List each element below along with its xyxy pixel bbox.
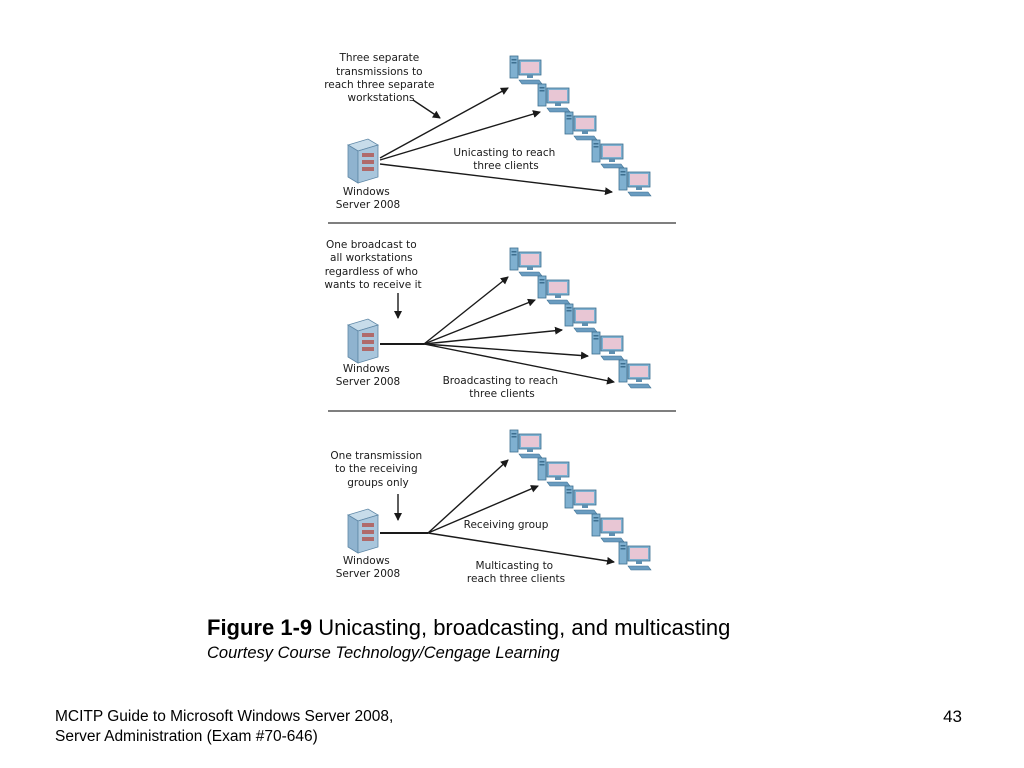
workstation-icon — [618, 541, 652, 571]
workstation-icon — [591, 139, 625, 169]
broadcast-panel: One broadcast to all workstations regard… — [324, 239, 652, 400]
workstation-icon — [564, 485, 598, 515]
page-number: 43 — [943, 707, 962, 726]
server-icon — [347, 318, 379, 364]
workstation-icon — [509, 429, 543, 459]
unicast-panel: Three separate transmissions to reach th… — [324, 52, 652, 211]
workstation-icon — [537, 275, 571, 305]
network-diagram: Three separate transmissions to reach th… — [324, 52, 676, 585]
unicast-server-label: Windows Server 2008 — [336, 186, 401, 211]
multicast-group-label: Receiving group — [464, 519, 549, 531]
workstation-icon — [509, 55, 543, 85]
unicast-caption: Unicasting to reach three clients — [453, 147, 558, 172]
broadcast-server-label: Windows Server 2008 — [336, 363, 401, 388]
figure-title: Unicasting, broadcasting, and multicasti… — [312, 615, 731, 640]
footer-book-title: MCITP Guide to Microsoft Windows Server … — [55, 707, 393, 747]
footer-line-2: Server Administration (Exam #70-646) — [55, 728, 318, 745]
broadcast-caption: Broadcasting to reach three clients — [443, 375, 562, 400]
unicast-top-note: Three separate transmissions to reach th… — [324, 52, 438, 104]
workstation-icon — [564, 303, 598, 333]
server-icon — [347, 138, 379, 184]
workstation-icon — [564, 111, 598, 141]
figure-caption: Figure 1-9 Unicasting, broadcasting, and… — [207, 614, 907, 664]
broadcast-top-note: One broadcast to all workstations regard… — [324, 239, 421, 291]
workstation-icon — [537, 83, 571, 113]
workstation-icon — [591, 331, 625, 361]
workstation-icon — [591, 513, 625, 543]
multicast-top-note: One transmission to the receiving groups… — [330, 450, 425, 489]
multicast-caption: Multicasting to reach three clients — [467, 560, 565, 585]
figure-number: Figure 1-9 — [207, 615, 313, 640]
figure-credit: Courtesy Course Technology/Cengage Learn… — [207, 644, 560, 662]
multicast-panel: One transmission to the receiving groups… — [330, 429, 652, 585]
server-icon — [347, 508, 379, 554]
workstation-icon — [618, 359, 652, 389]
footer-line-1: MCITP Guide to Microsoft Windows Server … — [55, 708, 394, 725]
workstation-icon — [537, 457, 571, 487]
workstation-icon — [618, 167, 652, 197]
workstation-icon — [509, 247, 543, 277]
multicast-server-label: Windows Server 2008 — [336, 555, 401, 580]
